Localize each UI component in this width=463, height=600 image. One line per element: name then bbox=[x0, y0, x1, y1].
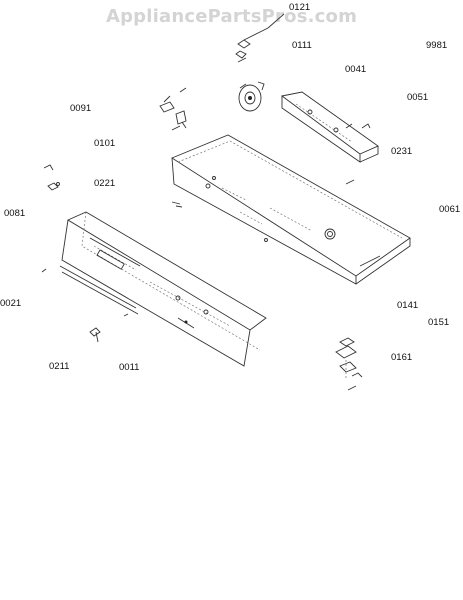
clips-left bbox=[43, 164, 183, 208]
control-panel bbox=[61, 211, 267, 367]
switch-assembly bbox=[335, 337, 363, 391]
callout-0101: 0101 bbox=[94, 138, 116, 149]
callout-0011: 0011 bbox=[119, 362, 140, 373]
callout-0061: 0061 bbox=[439, 204, 461, 215]
hinge-hardware bbox=[159, 87, 187, 131]
trim-strip bbox=[41, 265, 139, 315]
callout-0051: 0051 bbox=[407, 92, 429, 103]
callout-0221: 0221 bbox=[94, 178, 116, 189]
callout-0121: 0121 bbox=[289, 2, 311, 13]
callout-0151: 0151 bbox=[428, 317, 450, 328]
callout-0041: 0041 bbox=[345, 64, 367, 75]
screw-set bbox=[89, 313, 129, 343]
cooktop-panel bbox=[171, 134, 411, 285]
control-bracket bbox=[280, 91, 379, 163]
callout-0211: 0211 bbox=[49, 361, 70, 372]
callout-0161: 0161 bbox=[391, 352, 413, 363]
callout-0021: 0021 bbox=[0, 298, 22, 309]
callout-0141: 0141 bbox=[397, 300, 419, 311]
callout-0231: 0231 bbox=[391, 146, 413, 157]
callout-0111: 0111 bbox=[292, 40, 312, 51]
callout-0081: 0081 bbox=[4, 208, 26, 219]
motor-assembly bbox=[238, 81, 265, 112]
leader-lines bbox=[163, 13, 355, 185]
callout-9981: 9981 bbox=[426, 40, 448, 51]
small-part-top bbox=[235, 27, 269, 63]
callout-0091: 0091 bbox=[70, 103, 92, 114]
